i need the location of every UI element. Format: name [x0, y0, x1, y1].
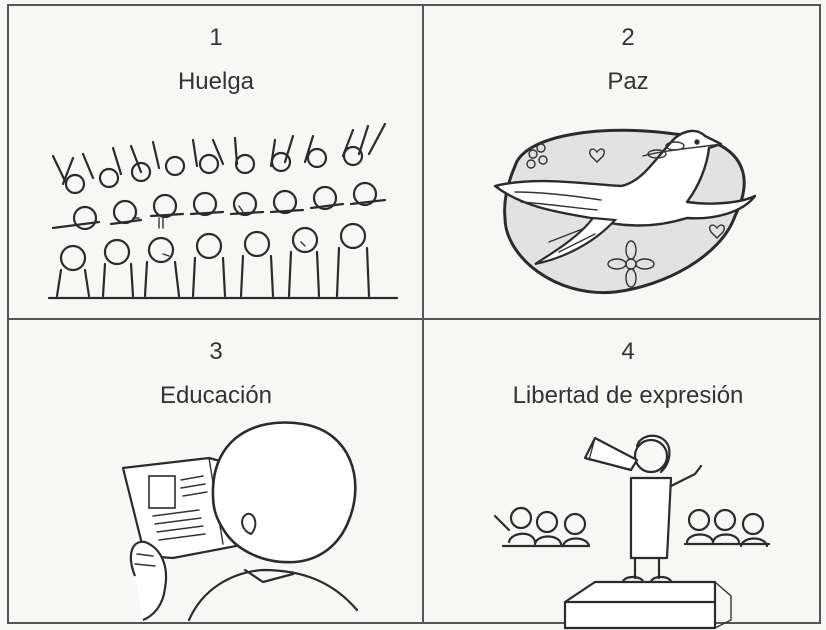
card-grid: 1 Huelga	[7, 4, 821, 630]
card-number: 1	[209, 24, 223, 51]
card-label: Educación	[159, 382, 273, 409]
card-educacion: 3 Educación	[13, 320, 419, 630]
card-libertad-de-expresion: 4 Libertad de expresión	[425, 320, 826, 630]
card-paz: 2 Paz	[425, 6, 826, 316]
crowd-protest-icon	[47, 122, 399, 300]
card-label: Huelga	[177, 68, 255, 95]
card-huelga: 1 Huelga	[13, 6, 419, 316]
card-number: 3	[209, 338, 223, 365]
megaphone-speaker-icon	[493, 434, 771, 630]
grid-divider-vertical	[422, 6, 424, 622]
peace-dove-icon	[493, 128, 757, 295]
grid-divider-horizontal	[9, 318, 819, 320]
card-label: Paz	[607, 68, 649, 95]
card-number: 2	[621, 24, 635, 51]
card-number: 4	[621, 338, 635, 365]
card-label: Libertad de expresión	[512, 382, 744, 409]
reading-child-icon	[121, 421, 359, 622]
